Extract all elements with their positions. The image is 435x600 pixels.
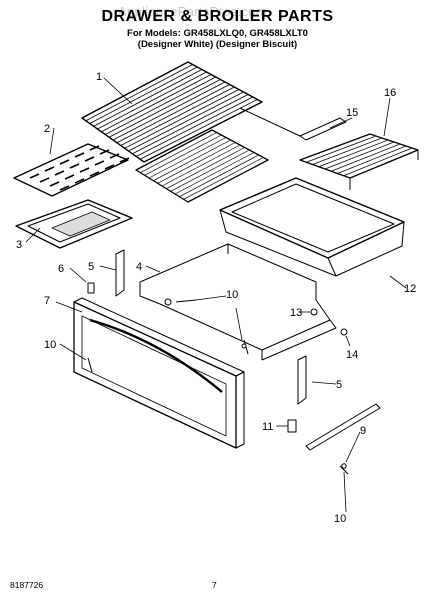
drawer-frame — [139, 243, 337, 361]
wheel-bolt — [340, 328, 348, 336]
clip — [87, 282, 95, 294]
rack-slide — [239, 107, 347, 141]
callout-1: 1 — [96, 71, 102, 83]
screw-lower — [241, 339, 249, 355]
side-rail — [305, 403, 381, 451]
callout-13: 13 — [290, 307, 302, 319]
callout-2: 2 — [44, 123, 50, 135]
callout-16: 16 — [384, 87, 396, 99]
model-info: For Models: GR458LXLQ0, GR458LXLT0 (Desi… — [0, 28, 435, 50]
callout-9: 9 — [360, 425, 366, 437]
screw-front — [87, 357, 93, 373]
oven-rack-small — [135, 129, 269, 203]
callout-5: 5 — [336, 379, 342, 391]
nut — [310, 308, 318, 316]
small-rack — [299, 133, 419, 190]
broiler-grid — [13, 143, 130, 197]
drawer-slide-bracket — [115, 249, 125, 297]
rail-bracket — [287, 419, 297, 433]
page-number: 7 — [212, 580, 217, 590]
drawer-front-panel — [73, 297, 245, 449]
callout-15: 15 — [346, 107, 358, 119]
callout-10: 10 — [334, 513, 346, 525]
leader-lines — [25, 77, 407, 513]
callout-12: 12 — [404, 283, 416, 295]
page-title: DRAWER & BROILER PARTS — [101, 8, 334, 25]
broiler-pan — [15, 199, 133, 249]
callout-14: 14 — [346, 349, 358, 361]
callout-6: 6 — [58, 263, 64, 275]
callout-7: 7 — [44, 295, 50, 307]
callout-4: 4 — [136, 261, 142, 273]
variants-line: (Designer White) (Designer Biscuit) — [137, 39, 298, 50]
drawer-slide-bracket-lower — [297, 355, 307, 405]
screw-bottom — [339, 463, 349, 475]
watermark: AppliancePartsPros.com — [118, 4, 267, 19]
callout-11: 11 — [262, 421, 273, 433]
drawer-pan — [219, 177, 405, 277]
callout-10: 10 — [226, 289, 238, 301]
callout-5: 5 — [88, 261, 94, 273]
doc-number: 8187726 — [10, 580, 44, 590]
callout-10: 10 — [44, 339, 56, 351]
screw — [164, 298, 197, 306]
callout-3: 3 — [16, 239, 22, 251]
oven-rack-large — [81, 61, 263, 163]
models-line: For Models: GR458LXLQ0, GR458LXLT0 — [127, 28, 308, 39]
